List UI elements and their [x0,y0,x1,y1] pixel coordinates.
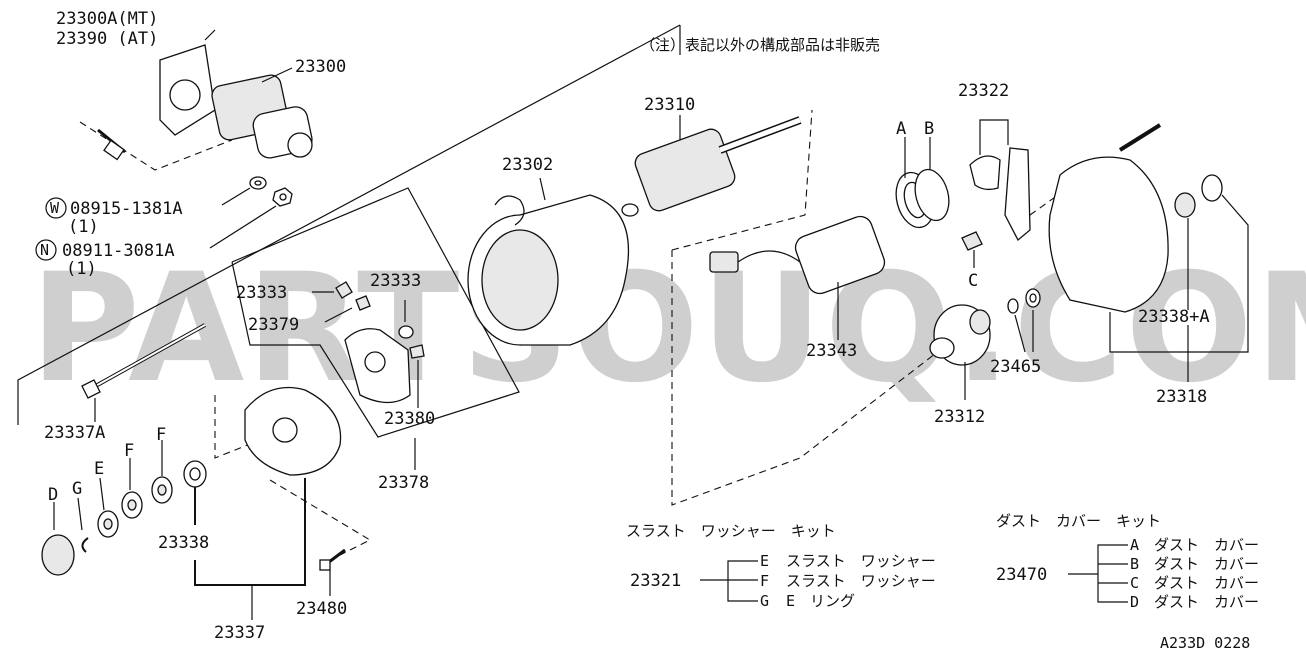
kit-dust-item-2-key: B [1130,555,1139,573]
kit-dust-title: ダスト カバー キット [996,512,1161,530]
label-23337[interactable]: 23337 [214,623,265,643]
kit-thrust-item-3-name: E リング [786,592,855,610]
brush-23333b-part[interactable] [398,325,425,359]
solenoid-switch-part[interactable] [709,213,888,297]
kit-dust-item-1-key: A [1130,536,1139,554]
starter-assembly-part[interactable] [159,29,314,160]
figure-code: A233D 0228 [1160,634,1250,652]
kit-thrust-item-1-key: E [760,552,769,570]
kit-thrust-item-3-key: G [760,592,769,610]
label-23333-b[interactable]: 23333 [370,271,421,291]
kit-thrust-title: スラスト ワッシャー キット [626,522,836,540]
label-23338a[interactable]: 23338+A [1138,307,1210,327]
label-23337a[interactable]: 23337A [44,423,105,443]
label-23343[interactable]: 23343 [806,341,857,361]
label-23300[interactable]: 23300 [295,57,346,77]
washer-e-part[interactable] [97,510,119,538]
guide-cover [214,395,261,459]
rear-cover-part[interactable] [244,386,342,476]
label-n-qty: (1) [66,259,97,279]
label-23390[interactable]: 23390 (AT) [56,29,158,49]
letter-e: E [94,459,104,479]
dust-cover-b-part[interactable] [910,166,954,225]
label-23318[interactable]: 23318 [1156,387,1207,407]
letter-a: A [896,119,906,139]
label-23322[interactable]: 23322 [958,81,1009,101]
kit-dust-code[interactable]: 23470 [996,565,1047,585]
letter-b: B [924,119,934,139]
label-23310[interactable]: 23310 [644,95,695,115]
letter-f2: F [156,425,166,445]
label-23302[interactable]: 23302 [502,155,553,175]
label-23380[interactable]: 23380 [384,409,435,429]
label-08911[interactable]: 08911-3081A [62,241,175,261]
kit-dust-item-4-key: D [1130,593,1139,611]
washer-f2-part[interactable] [151,476,173,504]
washer-w-part[interactable] [249,176,267,190]
label-w-symbol: W [50,199,60,217]
washer-23465-part[interactable] [1007,288,1041,314]
brush-group-box [231,187,520,438]
screw-part[interactable] [319,548,346,571]
letter-d: D [48,485,58,505]
bushing-part[interactable] [183,460,207,488]
kit-thrust-item-2-key: F [760,572,769,590]
dust-cover-c-part[interactable] [961,231,983,251]
label-23480[interactable]: 23480 [296,599,347,619]
letter-f1: F [124,441,134,461]
yoke-field-coil-part[interactable] [467,194,629,346]
kit-dust-item-1-name: ダスト カバー [1154,536,1259,554]
nut-symbol-circle [35,239,57,261]
non-sale-note: （注）表記以外の構成部品は非販売 [640,36,880,54]
kit-dust-item-4-name: ダスト カバー [1154,593,1259,611]
washer-f1-part[interactable] [121,491,143,519]
label-23465[interactable]: 23465 [990,357,1041,377]
through-bolt-part[interactable] [81,323,206,399]
label-23378[interactable]: 23378 [378,473,429,493]
gear-case-part[interactable] [1048,123,1223,313]
e-ring-g-part[interactable] [81,537,89,553]
kit-dust-item-3-key: C [1130,574,1139,592]
brush-23333-part[interactable] [335,281,353,299]
nut-n-part[interactable] [272,187,293,207]
guide-box-top [671,109,813,251]
letter-g: G [72,479,82,499]
brush-holder-part[interactable] [344,328,411,404]
letter-c: C [968,271,978,291]
guide-lever [1029,194,1059,216]
kit-thrust-item-2-name: スラスト ワッシャー [786,572,936,590]
dust-cap-d-part[interactable] [41,534,75,576]
kit-dust-item-3-name: ダスト カバー [1154,574,1259,592]
label-23333-a[interactable]: 23333 [236,283,287,303]
guide-screw [269,479,372,556]
kit-thrust-item-1-name: スラスト ワッシャー [786,552,936,570]
kit-thrust-code[interactable]: 23321 [630,571,681,591]
label-23312[interactable]: 23312 [934,407,985,427]
label-w-qty: (1) [68,217,99,237]
shift-lever-part[interactable] [969,147,1031,242]
label-n-symbol: N [40,241,49,259]
washer-symbol-circle [45,197,67,219]
label-08915[interactable]: 08915-1381A [70,199,183,219]
kit-dust-item-2-name: ダスト カバー [1154,555,1259,573]
frame-line-left [17,24,681,425]
label-23338[interactable]: 23338 [158,533,209,553]
label-23379[interactable]: 23379 [248,315,299,335]
label-23300a[interactable]: 23300A(MT) [56,9,158,29]
pinion-clutch-part[interactable] [929,304,991,366]
guide-bolt [79,121,233,171]
starter-bolt-part[interactable] [97,128,126,161]
armature-part[interactable] [621,116,802,217]
brush-spring-part[interactable] [355,295,371,311]
